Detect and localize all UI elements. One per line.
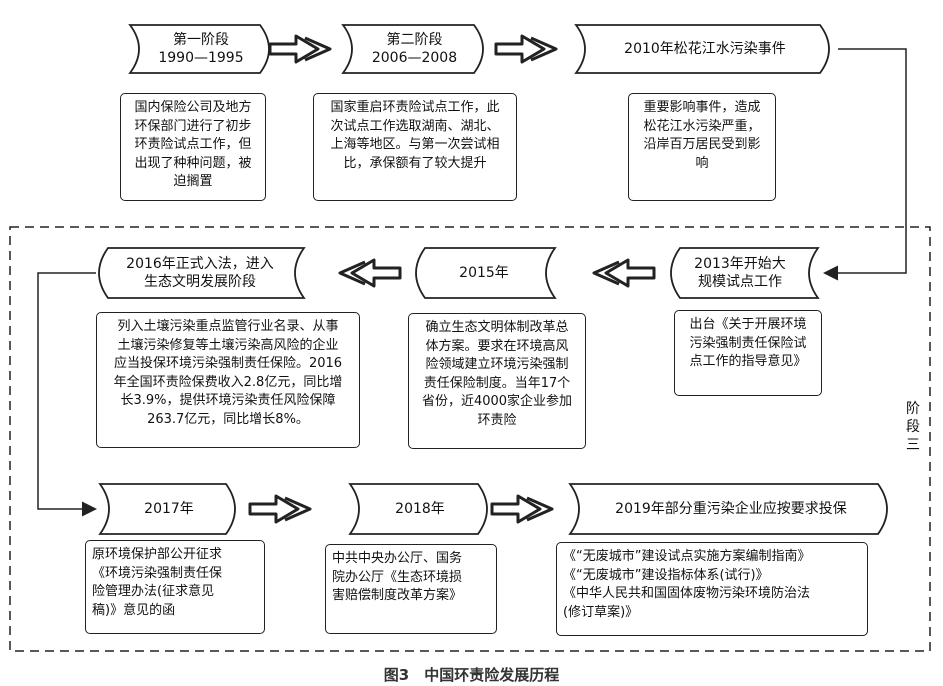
stage7-banner	[98, 483, 236, 535]
phase-three-label: 阶段三	[906, 401, 920, 453]
connector-row2-row3	[37, 272, 97, 517]
stage5-description: 确立生态文明体制改革总 体方案。要求在环境高风 险领域建立环境污染强制 责任保险…	[408, 313, 586, 449]
stage6-label: 2016年正式入法，进入 生态文明发展阶段	[126, 256, 274, 290]
chevron-arrow-5	[248, 494, 312, 524]
stage3-label: 2010年松花江水污染事件	[624, 41, 786, 57]
stage5-label: 2015年	[459, 265, 509, 281]
stage7-label: 2017年	[144, 501, 194, 517]
stage8-description: 中共中央办公厅、国务 院办公厅《生态环境损 害赔偿制度改革方案》	[325, 544, 497, 634]
stage1-label: 第一阶段 1990—1995	[158, 32, 244, 66]
stage9-banner	[568, 483, 888, 535]
stage6-description: 列入土壤污染重点监管行业名录、从事 土壤污染修复等土壤污染高风险的企业 应当投保…	[96, 312, 360, 448]
stage3-description: 重要影响事件，造成 松花江水污染严重， 沿岸百万居民受到影 响	[628, 93, 776, 201]
stage7-description: 原环境保护部公开征求 《环境污染强制责任保 险管理办法(征求意见 稿)》意见的函	[85, 540, 265, 634]
stage4-banner	[670, 247, 820, 299]
stage8-label: 2018年	[395, 501, 445, 517]
stage1-banner	[128, 24, 270, 74]
stage9-label: 2019年部分重污染企业应按要求投保	[615, 501, 847, 517]
stage8-banner	[348, 483, 488, 535]
stage2-description: 国家重启环责险试点工作，此 次试点工作选取湖南、湖北、 上海等地区。与第一次尝试…	[313, 93, 517, 201]
stage4-label: 2013年开始大 规模试点工作	[694, 256, 786, 290]
stage4-description: 出台《关于开展环境 污染强制责任保险试 点工作的指导意见》	[674, 310, 822, 396]
chevron-arrow-1	[268, 34, 332, 64]
stage6-banner	[98, 247, 306, 299]
stage2-label: 第二阶段 2006—2008	[371, 32, 458, 66]
stage2-banner	[341, 24, 484, 74]
phase-three-frame	[9, 226, 931, 652]
chevron-arrow-3	[592, 258, 656, 288]
stage1-description: 国内保险公司及地方 环保部门进行了初步 环责险试点工作，但 出现了种种问题，被 …	[120, 93, 266, 201]
connector-row1-row2	[823, 48, 907, 281]
chevron-arrow-2	[494, 34, 558, 64]
chevron-arrow-4	[338, 258, 402, 288]
chevron-arrow-6	[490, 494, 554, 524]
figure-caption: 图3 中国环责险发展历程	[383, 666, 560, 684]
stage3-banner	[574, 24, 830, 74]
stage9-description: 《“无废城市”建设试点实施方案编制指南》 《“无废城市”建设指标体系(试行)》 …	[556, 542, 868, 636]
